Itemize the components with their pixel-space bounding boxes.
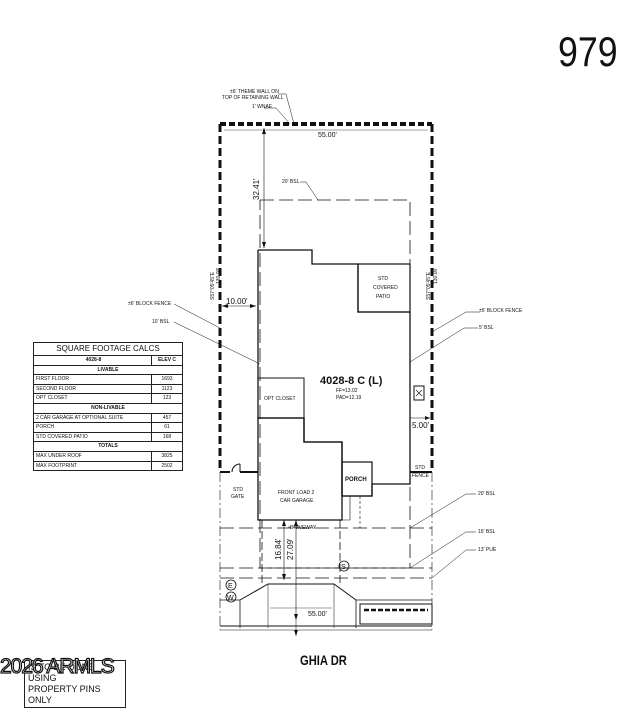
table-section-totals: TOTALS <box>34 442 182 452</box>
bsl-20-bottom-label: 20' BSL <box>478 491 496 497</box>
left-setback-dim: 10.00' <box>226 297 248 306</box>
table-row-value: 3825 <box>161 452 173 459</box>
lot-number: 979 <box>558 28 618 75</box>
street-name: GHIA DR <box>300 652 347 668</box>
notice-line-2: PROPERTY PINS ONLY <box>28 684 101 705</box>
table-title: SQUARE FOOTAGE CALCS <box>34 343 182 356</box>
std-gate-label-1: STD <box>233 487 243 493</box>
table-row: MAX UNDER ROOF 3825 <box>34 451 182 462</box>
theme-wall-label-1: ±6' THEME WALL ON <box>230 89 279 95</box>
table-row-label: MAX FOOTPRINT <box>34 461 152 471</box>
block-fence-right-label: ±6' BLOCK FENCE <box>479 308 523 314</box>
theme-wall-label-2: TOP OF RETAINING WALL <box>222 95 284 101</box>
table-row-label: OPT CLOSET <box>34 394 152 403</box>
table-row: SECOND FLOOR 1123 <box>34 384 182 395</box>
rear-setback-dim: 32.41' <box>252 178 261 200</box>
std-fence-label-1: STD <box>415 465 425 471</box>
table-row-label: SECOND FLOOR <box>34 384 152 394</box>
pue-13-label: 13' PUE <box>478 547 497 553</box>
wnae-label: 1' WNAE <box>252 104 273 110</box>
patio-label-2: COVERED <box>373 285 398 291</box>
table-row-label: STD COVERED PATIO <box>34 432 152 442</box>
table-row-value: 457 <box>162 414 172 421</box>
drive-dim-27: 27.09' <box>286 538 295 560</box>
watermark: 2026 ARMLS <box>0 654 115 678</box>
garage-label-1: FRONT LOAD 2 <box>278 490 315 496</box>
plan-name: 4028-8 C (L) <box>320 375 383 387</box>
table-row-value: 1693 <box>161 376 173 383</box>
table-row: 2 CAR GARAGE AT OPTIONAL SUITE 457 <box>34 413 182 424</box>
table-row-value: 1123 <box>161 385 173 392</box>
table-row-label: PORCH <box>34 423 152 432</box>
left-length: 130.00' <box>216 268 222 284</box>
bottom-width-dim: 55.00' <box>308 611 327 618</box>
patio-label-3: PATIO <box>376 294 390 300</box>
table-row-value: 168 <box>162 433 172 440</box>
std-gate-label-2: GATE <box>231 494 245 500</box>
table-row-value: 123 <box>162 395 172 402</box>
table-section-non-livable: NON-LIVABLE <box>34 404 182 414</box>
table-col1-header: 4028-8 <box>34 356 152 365</box>
garage-label-2: CAR GARAGE <box>280 498 314 504</box>
water-letter: W <box>227 595 234 602</box>
table-row-label: MAX UNDER ROOF <box>34 451 152 461</box>
table-row-label: FIRST FLOOR <box>34 375 152 384</box>
std-fence-label-2: FENCE <box>412 473 430 479</box>
drive-dim-16: 16.84' <box>274 538 283 560</box>
right-setback-dim: 5.00' <box>412 421 430 430</box>
covered-patio <box>357 263 411 313</box>
table-row: MAX FOOTPRINT 2502 <box>34 461 182 471</box>
top-width-dim: 55.00' <box>318 132 337 139</box>
plan-pad: PAD=12.19 <box>336 395 362 401</box>
table-row-value: 61 <box>164 424 170 431</box>
patio-label-1: STD <box>378 276 388 282</box>
bsl-15-label: 15' BSL <box>478 529 496 535</box>
sewer-marker <box>338 560 350 572</box>
right-length: 130.00' <box>433 268 439 284</box>
right-bearing: S57°05'45"E <box>426 271 432 300</box>
table-section-livable: LIVABLE <box>34 366 182 376</box>
notice-line-1: IS TO BE DONE USING <box>28 662 95 683</box>
table-header-row: 4028-8 ELEV C <box>34 356 182 366</box>
left-bearing: S57°05'45"E <box>210 271 216 300</box>
table-row: PORCH 61 <box>34 423 182 433</box>
porch-label: PORCH <box>345 477 367 483</box>
table-row-value: 2502 <box>161 462 173 469</box>
driveway-label: DRIVEWAY <box>290 525 317 531</box>
opt-closet-label: OPT CLOSET <box>264 396 296 402</box>
bsl-10-label: 10' BSL <box>152 319 170 325</box>
electric-marker <box>225 579 237 591</box>
table-row: FIRST FLOOR 1693 <box>34 375 182 385</box>
sewer-letter: S <box>341 564 346 571</box>
bsl-20-top-label: 20' BSL <box>282 179 300 185</box>
table-row: STD COVERED PATIO 168 <box>34 432 182 443</box>
water-marker <box>225 591 237 603</box>
electric-letter: E <box>228 583 233 590</box>
block-fence-left-label: ±6' BLOCK FENCE <box>128 301 172 307</box>
table-row-label: 2 CAR GARAGE AT OPTIONAL SUITE <box>34 413 152 423</box>
table-col2-header: ELEV C <box>157 357 177 363</box>
table-row: OPT CLOSET 123 <box>34 394 182 404</box>
square-footage-table: SQUARE FOOTAGE CALCS 4028-8 ELEV C LIVAB… <box>33 342 183 472</box>
plan-ff: FF=13.02 <box>336 388 358 394</box>
bsl-5-label: 5' BSL <box>479 325 494 331</box>
